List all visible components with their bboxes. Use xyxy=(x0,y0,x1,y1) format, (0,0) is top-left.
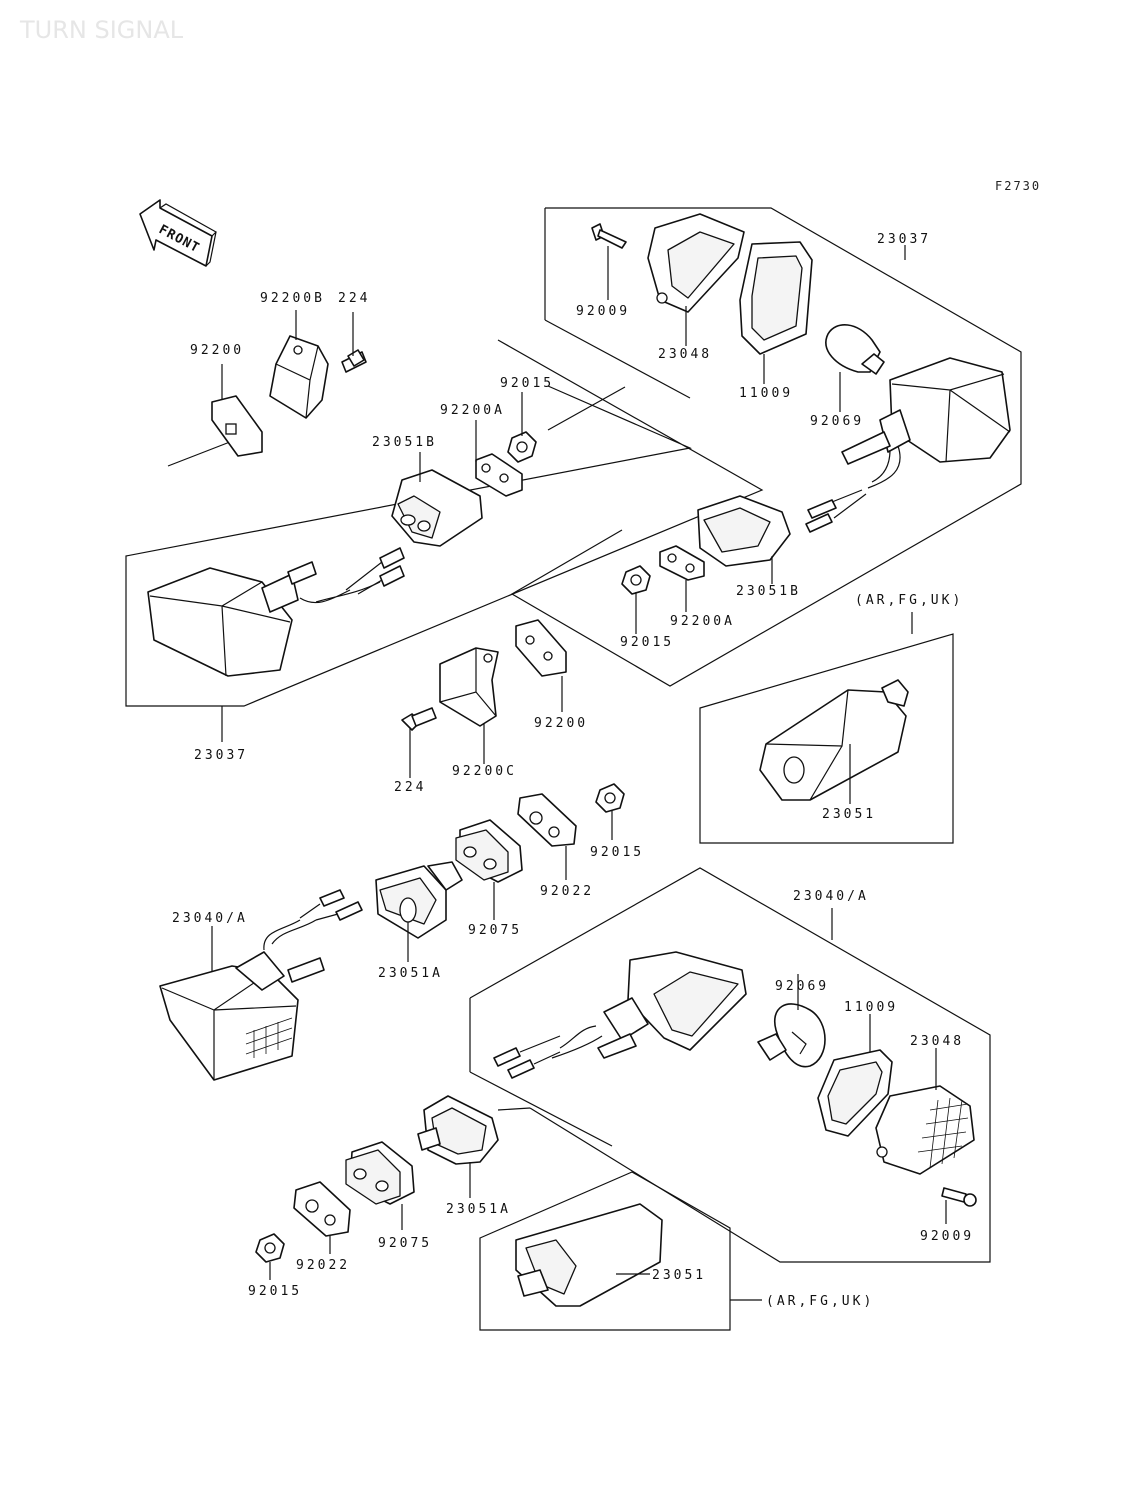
label-92015-b: 92015 xyxy=(620,635,674,650)
grommet-23051A-a xyxy=(375,861,463,939)
bolt-92009-top xyxy=(591,223,627,249)
label-23040A-left: 23040/A xyxy=(172,911,248,926)
label-23051A-a: 23051A xyxy=(378,966,443,981)
label-92200A-a: 92200A xyxy=(440,403,505,418)
label-92009-top: 92009 xyxy=(576,304,630,319)
gasket-11009-bottom xyxy=(817,1049,893,1137)
lens-23048-bottom xyxy=(875,1085,975,1175)
plate-92200A-a xyxy=(475,453,523,497)
label-92015-c: 92015 xyxy=(590,845,644,860)
turn-signal-23040A-right xyxy=(493,951,747,1079)
bolt-92009-bottom xyxy=(941,1187,977,1207)
lens-23048-top xyxy=(647,213,745,313)
bulb-92069-top xyxy=(825,324,885,375)
spacer-92075-b xyxy=(345,1141,415,1205)
label-92200A-b: 92200A xyxy=(670,614,735,629)
plate-92200-left xyxy=(211,395,263,457)
label-23051B-b: 23051B xyxy=(736,584,801,599)
screw-224-mid xyxy=(401,707,437,731)
group-outline-option-top xyxy=(699,612,954,844)
leader-lines xyxy=(211,246,947,1280)
nut-92015-d xyxy=(255,1233,285,1263)
label-92200C: 92200C xyxy=(452,764,517,779)
figure-reference: F2730 xyxy=(995,179,1041,193)
plate-92200A-b xyxy=(659,545,705,581)
nut-92015-a xyxy=(507,431,537,463)
label-11009-top: 11009 xyxy=(739,386,793,401)
label-224-top: 224 xyxy=(338,291,370,306)
group-outline-front-right xyxy=(469,867,991,1263)
label-92075-a: 92075 xyxy=(468,923,522,938)
turn-signal-23037-right xyxy=(805,357,1011,533)
group-outline-rear-left xyxy=(125,339,764,742)
bracket-92200B xyxy=(269,335,329,419)
front-arrow-icon: FRONT xyxy=(139,199,217,267)
plate-92022-a xyxy=(517,793,577,847)
label-23037-top: 23037 xyxy=(877,232,931,247)
label-92009-bottom: 92009 xyxy=(920,1229,974,1244)
label-92200B: 92200B xyxy=(260,291,325,306)
bulb-92069-bottom xyxy=(757,1003,826,1068)
nut-92015-b xyxy=(621,565,651,595)
grommet-23051-top xyxy=(759,679,909,801)
group-outline-option-bottom xyxy=(479,1171,762,1331)
label-23048-bottom: 23048 xyxy=(910,1034,964,1049)
option-label-top: (AR,FG,UK) xyxy=(855,593,963,608)
label-92015-d: 92015 xyxy=(248,1284,302,1299)
grommet-23051-bottom xyxy=(515,1203,663,1307)
label-23051-top: 23051 xyxy=(822,807,876,822)
label-92015-a: 92015 xyxy=(500,376,554,391)
bracket-92200C xyxy=(439,647,499,727)
lens-grid-icon-right xyxy=(917,1097,969,1169)
label-23040A-right: 23040/A xyxy=(793,889,869,904)
turn-signal-23037-left xyxy=(147,547,405,677)
screw-224-top xyxy=(341,349,367,373)
turn-signal-23040A-left xyxy=(159,889,363,1081)
label-11009-bottom: 11009 xyxy=(844,1000,898,1015)
label-23051B-a: 23051B xyxy=(372,435,437,450)
plate-92022-b xyxy=(293,1181,351,1237)
label-92022-b: 92022 xyxy=(296,1258,350,1273)
gasket-11009-top xyxy=(739,241,813,355)
label-92069-bottom: 92069 xyxy=(775,979,829,994)
label-23051-bottom: 23051 xyxy=(652,1268,706,1283)
label-92022-a: 92022 xyxy=(540,884,594,899)
label-92069-top: 92069 xyxy=(810,414,864,429)
label-92075-b: 92075 xyxy=(378,1236,432,1251)
lens-grid-icon xyxy=(245,1017,293,1058)
grommet-23051B-b xyxy=(697,495,791,567)
option-label-bottom: (AR,FG,UK) xyxy=(766,1294,874,1309)
spacer-92075-a xyxy=(455,819,523,883)
grommet-23051A-b xyxy=(417,1095,499,1165)
label-92200-mid: 92200 xyxy=(534,716,588,731)
label-224-mid: 224 xyxy=(394,780,426,795)
plate-92200-mid xyxy=(515,619,567,677)
label-23051A-b: 23051A xyxy=(446,1202,511,1217)
label-23037-left: 23037 xyxy=(194,748,248,763)
nut-92015-c xyxy=(595,783,625,813)
diagram-title: TURN SIGNAL xyxy=(19,16,184,44)
label-92200-left: 92200 xyxy=(190,343,244,358)
grommet-23051B-a xyxy=(391,469,483,547)
label-23048-top: 23048 xyxy=(658,347,712,362)
